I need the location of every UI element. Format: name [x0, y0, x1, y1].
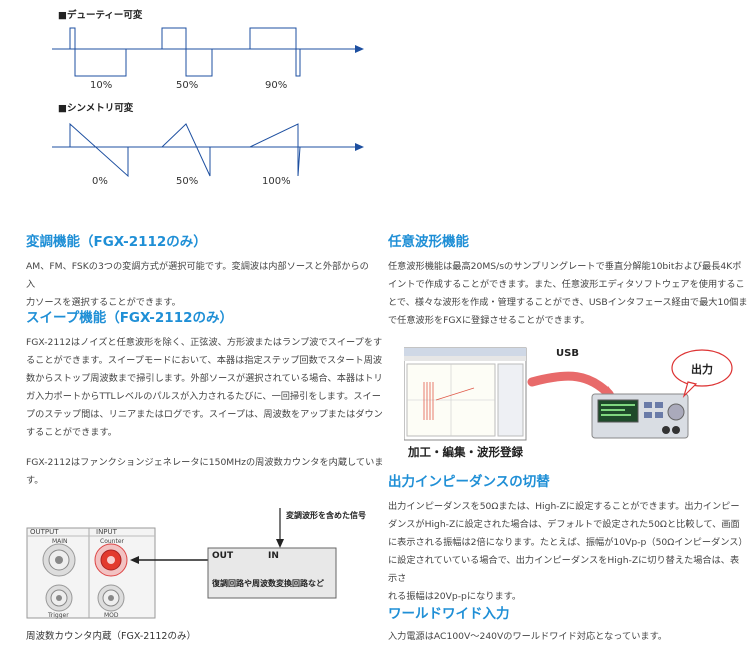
arbitrary-caption: 加工・編集・波形登録 [408, 445, 523, 459]
text-line: 任意波形機能は最高20MS/sのサンプリングレートで垂直分解能10bitおよび最… [388, 261, 742, 272]
text-line: で任意波形をFGXに登録させることができます。 [388, 315, 590, 326]
text-line: 入力電源はAC100V～240Vのワールドワイド対応となっています。 [388, 631, 668, 642]
output-label: OUTPUT [30, 528, 59, 536]
text-line: 力ソースを選択することができます。 [26, 297, 181, 308]
text-line: 数からストップ周波数まで掃引します。外部ソースが選択されている場合、本器はトリ [26, 373, 383, 384]
impedance-heading: 出力インピーダンスの切替 [388, 474, 550, 490]
modulation-text: AM、FM、FSKの3つの変調方式が選択可能です。変調波は内部ソースと外部からの… [26, 258, 376, 312]
text-line: れる振幅は20Vp-pになります。 [388, 591, 522, 602]
duty-label-90: 90% [265, 80, 288, 91]
counter-diagram [26, 508, 337, 619]
counter-connector [94, 543, 128, 577]
text-line: ガ入力ポートからTTLレベルのパルスが入力されるたびに、一回掃引をします。スイー [26, 391, 381, 402]
text-line: とで、様々な波形を作成・管理することができ、USBインタフェース経由で最大10個… [388, 297, 748, 308]
output-bubble [671, 349, 733, 387]
circuit-box-text: 復調回路や周波数変換回路など [212, 579, 324, 588]
text-line: 出力インピーダンスを50Ωまたは、High-Zに設定することができます。出力イン… [388, 501, 740, 512]
duty-label-50: 50% [176, 80, 199, 91]
out-label: OUT [212, 551, 234, 561]
worldwide-heading: ワールドワイド入力 [388, 606, 510, 622]
software-window [404, 347, 527, 441]
in-label: IN [268, 551, 279, 561]
arbitrary-illustration [404, 347, 733, 441]
text-line: ることができます。スイープモードにおいて、本器は指定ステップ回数でスタート周波 [26, 355, 383, 366]
text-line: に設定されていている場合で、出力インピーダンスをHigh-Zに切り替えた場合は、… [388, 555, 740, 584]
impedance-text: 出力インピーダンスを50Ωまたは、High-Zに設定することができます。出力イン… [388, 498, 748, 606]
symmetry-label-100: 100% [262, 176, 291, 187]
counter-text: FGX-2112はファンクションジェネレータに150MHzの周波数カウンタを内蔵… [26, 454, 386, 490]
duty-wave-title: ■デューティー可変 [58, 10, 143, 21]
text-line: イントで作成することができます。また、任意波形エディタソフトウェアを使用するこ [388, 279, 745, 290]
text-line: FGX-2112はノイズと任意波形を除く、正弦波、方形波またはランプ波でスイープ… [26, 337, 383, 348]
function-generator [591, 393, 689, 439]
arbitrary-text: 任意波形機能は最高20MS/sのサンプリングレートで垂直分解能10bitおよび最… [388, 258, 748, 330]
sweep-heading: スイープ機能（FGX-2112のみ） [26, 310, 233, 326]
symmetry-label-0: 0% [92, 176, 108, 187]
usb-label: USB [556, 348, 579, 359]
trigger-label: Trigger [48, 612, 69, 619]
text-line: することができます。 [26, 427, 117, 438]
text-line: プのステップ間は、リニアまたはログです。スイープは、周波数をアップまたはダウン [26, 409, 383, 420]
sweep-text: FGX-2112はノイズと任意波形を除く、正弦波、方形波またはランプ波でスイープ… [26, 334, 386, 442]
text-line: す。 [26, 475, 44, 486]
input-label: INPUT [96, 528, 117, 536]
text-line: ダンスがHigh-Zに設定された場合は、デフォルトで設定された50Ωと比較して、… [388, 519, 740, 530]
counter-label: Counter [100, 538, 124, 545]
signal-label: 変調波形を含めた信号 [286, 511, 366, 520]
duty-wave-diagram [52, 27, 364, 77]
symmetry-wave-diagram [52, 122, 364, 178]
modulation-heading: 変調機能（FGX-2112のみ） [26, 234, 207, 250]
symmetry-label-50: 50% [176, 176, 199, 187]
arbitrary-heading: 任意波形機能 [388, 234, 469, 250]
main-connector [42, 543, 76, 577]
text-line: AM、FM、FSKの3つの変調方式が選択可能です。変調波は内部ソースと外部からの… [26, 261, 369, 290]
trigger-connector [45, 584, 73, 612]
mod-connector [97, 584, 125, 612]
main-label: MAIN [52, 538, 68, 545]
output-label: 出力 [691, 363, 713, 376]
symmetry-wave-title: ■シンメトリ可変 [58, 103, 134, 114]
counter-caption: 周波数カウンタ内蔵（FGX-2112のみ） [26, 631, 196, 642]
text-line: FGX-2112はファンクションジェネレータに150MHzの周波数カウンタを内蔵… [26, 457, 384, 468]
duty-label-10: 10% [90, 80, 113, 91]
mod-label: MOD [104, 612, 119, 619]
text-line: に表示される振幅は2倍になります。たとえば、振幅が10Vp-p（50Ωインピーダ… [388, 537, 748, 548]
worldwide-text: 入力電源はAC100V～240Vのワールドワイド対応となっています。 [388, 628, 748, 646]
